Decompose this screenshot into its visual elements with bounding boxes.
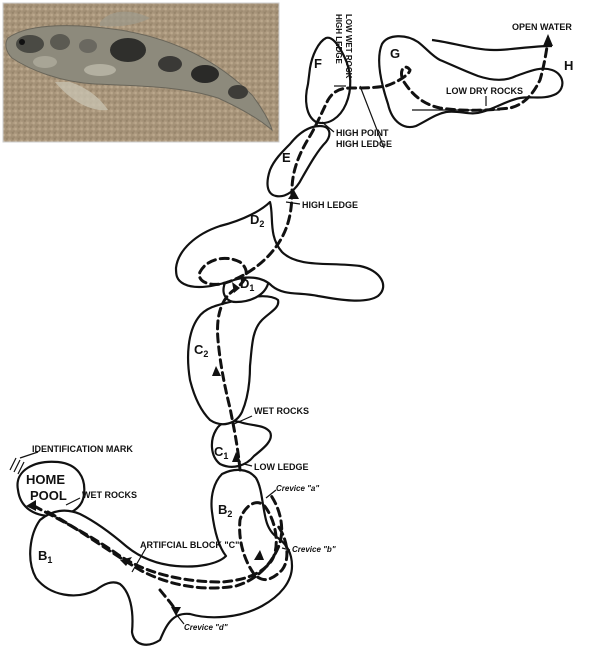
d1-label: D1 <box>240 276 254 293</box>
low-ledge-label: LOW LEDGE <box>254 462 309 472</box>
pool-c2 <box>186 295 280 426</box>
homing-path <box>32 501 289 584</box>
homing-path-2 <box>46 492 284 590</box>
high-point-label: HIGH POINT <box>336 128 389 138</box>
crevice-b-label: Crevice "b" <box>292 545 336 554</box>
identification-mark-label: IDENTIFICATION MARK <box>32 444 133 454</box>
d2-label: D2 <box>250 212 264 229</box>
c1-label: C1 <box>214 444 228 461</box>
open-water-label: OPEN WATER <box>512 22 572 32</box>
pool-d2 <box>174 200 385 302</box>
high-ledge-f-label: HIGH LEDGE <box>334 14 343 64</box>
crevice-a-label: Crevice "a" <box>276 484 319 493</box>
pool-f <box>305 36 352 125</box>
f-label: F <box>314 56 322 71</box>
wet-rocks-home-label: WET ROCKS <box>82 490 137 500</box>
g-label: G <box>390 46 400 61</box>
h-label: H <box>564 58 573 73</box>
c2-label: C2 <box>194 342 208 359</box>
artificial-block-label: ARTIFCIAL BLOCK "C" <box>140 540 239 550</box>
crevice-d-label: Crevice "d" <box>184 623 228 632</box>
pool-c1 <box>210 420 272 468</box>
b2-label: B2 <box>218 502 232 519</box>
pool-e <box>266 124 331 198</box>
low-wet-rock-label: LOW WET ROCK <box>344 14 353 79</box>
home-pool-label-2: POOL <box>30 488 67 503</box>
b1-label: B1 <box>38 548 52 565</box>
home-pool-label-1: HOME <box>26 472 65 487</box>
low-dry-rocks-label: LOW DRY ROCKS <box>446 86 523 96</box>
pool-g <box>378 35 564 129</box>
e-label: E <box>282 150 291 165</box>
wet-rocks-c-label: WET ROCKS <box>254 406 309 416</box>
high-ledge-d2-label: HIGH LEDGE <box>302 200 358 210</box>
pool-h <box>431 38 553 52</box>
high-ledge-e-label: HIGH LEDGE <box>336 139 392 149</box>
